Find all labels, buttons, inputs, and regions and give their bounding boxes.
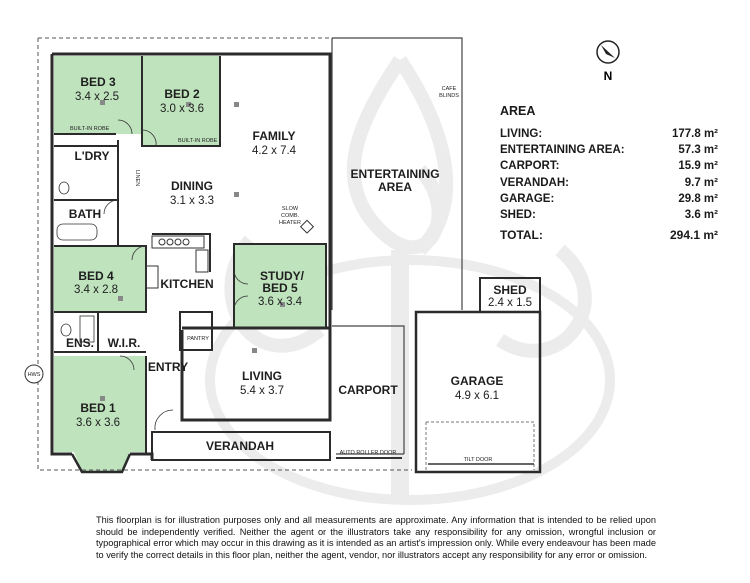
study-dim: 3.6 x 3.4 — [258, 296, 303, 308]
ens-name: ENS. — [66, 336, 94, 350]
bed1-fill — [54, 356, 146, 472]
area-row-value: 15.9 m² — [678, 160, 718, 173]
area-row: CARPORT: 15.9 m² — [500, 158, 718, 174]
area-row-label: CARPORT: — [500, 160, 560, 173]
entry-name: ENTRY — [148, 360, 188, 374]
property-boundary — [37, 37, 412, 471]
bed1-bay-window — [70, 453, 132, 474]
area-row: SHED: 3.6 m² — [500, 207, 718, 223]
bath-name: BATH — [69, 207, 101, 221]
bedroom-fills — [54, 56, 326, 472]
auto-roller-door-label: AUTO ROLLER DOOR — [340, 450, 397, 456]
area-row-value: 9.7 m² — [684, 176, 718, 189]
ldry-name: L'DRY — [74, 149, 109, 163]
bed3-fill — [54, 56, 142, 134]
bed3-dim: 3.4 x 2.5 — [75, 91, 119, 103]
area-header: AREA — [500, 104, 536, 118]
garage-dim: 4.9 x 6.1 — [455, 390, 499, 402]
area-row: ENTERTAINING AREA: 57.3 m² — [500, 142, 718, 158]
area-row-label: ENTERTAINING AREA: — [500, 144, 625, 157]
bed2-dim: 3.0 x 3.6 — [160, 103, 204, 115]
bed2-name: BED 2 — [164, 87, 200, 101]
shed-name: SHED — [493, 283, 527, 297]
north-label: N — [604, 69, 613, 83]
entertaining-outline — [331, 37, 463, 310]
garage-name: GARAGE — [451, 374, 504, 388]
heater-icon — [299, 219, 315, 234]
living-name: LIVING — [242, 369, 282, 383]
verandah-name: VERANDAH — [206, 439, 274, 453]
living-dim: 5.4 x 3.7 — [240, 385, 284, 397]
bed3-name: BED 3 — [80, 75, 116, 89]
hws-icon — [24, 364, 44, 384]
area-row-value: 57.3 m² — [678, 144, 718, 157]
area-row: LIVING: 177.8 m² — [500, 126, 718, 142]
dining-dim: 3.1 x 3.3 — [170, 195, 214, 207]
tilt-door-outline — [425, 421, 535, 470]
cafe-blinds-label-2: BLINDS — [439, 93, 459, 99]
entertaining-name-2: AREA — [378, 180, 412, 194]
bed1-name: BED 1 — [80, 401, 116, 415]
door-swings — [103, 119, 249, 431]
bed4-name: BED 4 — [78, 269, 114, 283]
area-summary-table: AREA LIVING: 177.8 m² ENTERTAINING AREA: 5… — [500, 104, 718, 243]
carport-outline — [332, 325, 405, 455]
compass-icon: N — [596, 40, 620, 83]
area-row-value: 177.8 m² — [671, 128, 718, 140]
study-name-2: BED 5 — [262, 281, 298, 295]
hws-label: HWS — [28, 372, 41, 378]
built-in-robe-label-2: BUILT-IN ROBE — [178, 138, 218, 144]
kitchen-counters — [145, 235, 209, 289]
area-row-value: 3.6 m² — [684, 209, 718, 222]
bed4-dim: 3.4 x 2.8 — [74, 284, 118, 296]
bathroom-fixtures — [56, 181, 98, 343]
ceiling-fixtures — [100, 100, 285, 401]
study-fill — [234, 244, 326, 328]
kitchen-name: KITCHEN — [160, 277, 213, 291]
area-total-row: TOTAL: 294.1 m² — [500, 227, 718, 243]
area-row-label: SHED: — [500, 209, 536, 222]
linen-label: LINEN — [134, 170, 140, 186]
carport-name: CARPORT — [338, 383, 398, 397]
bed1-dim: 3.6 x 3.6 — [76, 417, 120, 429]
tilt-door-label: TILT DOOR — [464, 457, 493, 463]
family-name: FAMILY — [253, 129, 296, 143]
cafe-blinds-label-1: CAFE — [442, 86, 457, 92]
slow-comb-label-3: HEATER — [279, 220, 301, 226]
area-row-label: LIVING: — [500, 128, 543, 140]
family-dim: 4.2 x 7.4 — [252, 145, 297, 157]
bed4-fill — [54, 246, 146, 312]
area-row-value: 29.8 m² — [678, 192, 718, 205]
area-row-label: VERANDAH: — [500, 176, 569, 189]
area-total-value: 294.1 m² — [669, 228, 718, 243]
shed-dim: 2.4 x 1.5 — [488, 297, 532, 309]
area-row: GARAGE: 29.8 m² — [500, 191, 718, 207]
built-in-robe-label-1: BUILT-IN ROBE — [70, 126, 110, 132]
slow-comb-label-1: SLOW — [282, 206, 299, 212]
north-compass: N — [591, 38, 625, 84]
slow-comb-label-2: COMB. — [281, 213, 300, 219]
area-row-label: GARAGE: — [500, 192, 555, 205]
area-row: VERANDAH: 9.7 m² — [500, 175, 718, 191]
disclaimer-text: This floorplan is for illustration purpo… — [96, 515, 656, 560]
pantry-label: PANTRY — [187, 336, 209, 342]
area-total-label: TOTAL: — [500, 228, 543, 243]
entertaining-name-1: ENTERTAINING — [350, 167, 439, 181]
shed-outline — [479, 277, 541, 313]
dining-name: DINING — [171, 179, 213, 193]
study-name-1: STUDY/ — [260, 269, 305, 283]
wir-name: W.I.R. — [108, 336, 141, 350]
bed2-fill — [142, 56, 220, 146]
verandah-outline — [151, 431, 331, 461]
